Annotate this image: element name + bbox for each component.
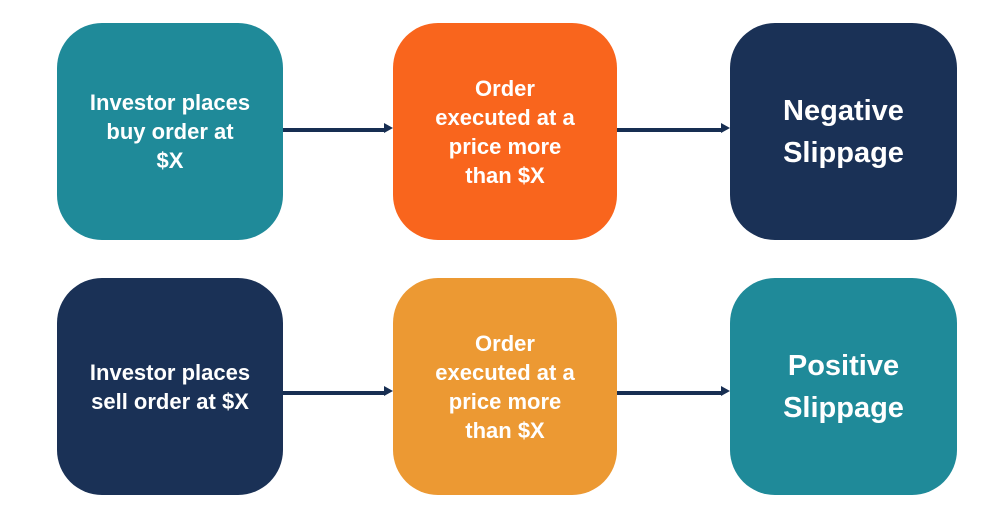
flow-arrow	[617, 123, 730, 133]
flow-arrow	[283, 123, 393, 133]
flow-arrow	[283, 386, 393, 396]
node-order-executed-above-buy: Order executed at a price more than $X	[393, 23, 617, 240]
flow-arrow	[617, 386, 730, 396]
node-negative-slippage: Negative Slippage	[730, 23, 957, 240]
node-investor-sell-order: Investor places sell order at $X	[57, 278, 283, 495]
node-positive-slippage: Positive Slippage	[730, 278, 957, 495]
node-investor-buy-order: Investor places buy order at $X	[57, 23, 283, 240]
node-order-executed-above-sell: Order executed at a price more than $X	[393, 278, 617, 495]
